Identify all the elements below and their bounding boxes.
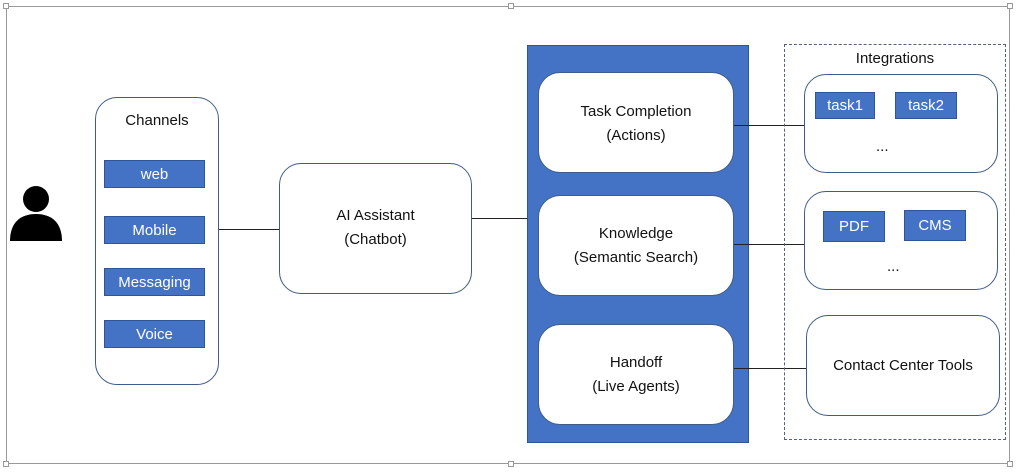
- connector-tasks-integrations: [734, 125, 804, 126]
- handoff-title: Handoff: [609, 354, 663, 371]
- user-icon: [10, 186, 62, 241]
- channels-title: Channels: [125, 112, 189, 129]
- integrations-panel: [784, 44, 1006, 440]
- connector-handoff-integrations: [734, 368, 806, 369]
- channel-voice: Voice: [104, 320, 205, 348]
- knowledge-title: Knowledge: [598, 225, 674, 242]
- integrations-title: Integrations: [855, 50, 935, 67]
- connector-knowledge-integrations: [734, 244, 804, 245]
- resize-handle-bottom-right[interactable]: [1007, 461, 1013, 467]
- handoff-box: Handoff (Live Agents): [538, 324, 734, 425]
- connector-assistant-capabilities: [472, 218, 528, 219]
- cms-chip: CMS: [904, 210, 966, 241]
- tasks-integration-box: [804, 74, 998, 173]
- contact-center-label: Contact Center Tools: [833, 357, 973, 374]
- ai-assistant-title: AI Assistant: [336, 207, 415, 224]
- task-completion-title: Task Completion: [580, 103, 692, 120]
- task-completion-box: Task Completion (Actions): [538, 72, 734, 173]
- ai-assistant-subtitle: (Chatbot): [344, 231, 407, 248]
- resize-handle-bottom-left[interactable]: [3, 461, 9, 467]
- content-more-ellipsis: ...: [887, 258, 900, 275]
- knowledge-subtitle: (Semantic Search): [573, 249, 699, 266]
- channel-mobile: Mobile: [104, 216, 205, 244]
- contact-center-box: Contact Center Tools: [806, 315, 1000, 416]
- knowledge-box: Knowledge (Semantic Search): [538, 195, 734, 296]
- task1-chip: task1: [815, 92, 875, 119]
- connector-channels-assistant: [219, 229, 279, 230]
- resize-handle-top-middle[interactable]: [508, 3, 514, 9]
- resize-handle-top-left[interactable]: [3, 3, 9, 9]
- tasks-more-ellipsis: ...: [876, 138, 889, 155]
- ai-assistant-box: AI Assistant (Chatbot): [279, 163, 472, 294]
- task2-chip: task2: [895, 92, 957, 119]
- task-completion-subtitle: (Actions): [606, 127, 666, 144]
- pdf-chip: PDF: [823, 211, 885, 242]
- resize-handle-top-right[interactable]: [1007, 3, 1013, 9]
- handoff-subtitle: (Live Agents): [592, 378, 680, 395]
- channel-web: web: [104, 160, 205, 188]
- channel-messaging: Messaging: [104, 268, 205, 296]
- resize-handle-bottom-middle[interactable]: [508, 461, 514, 467]
